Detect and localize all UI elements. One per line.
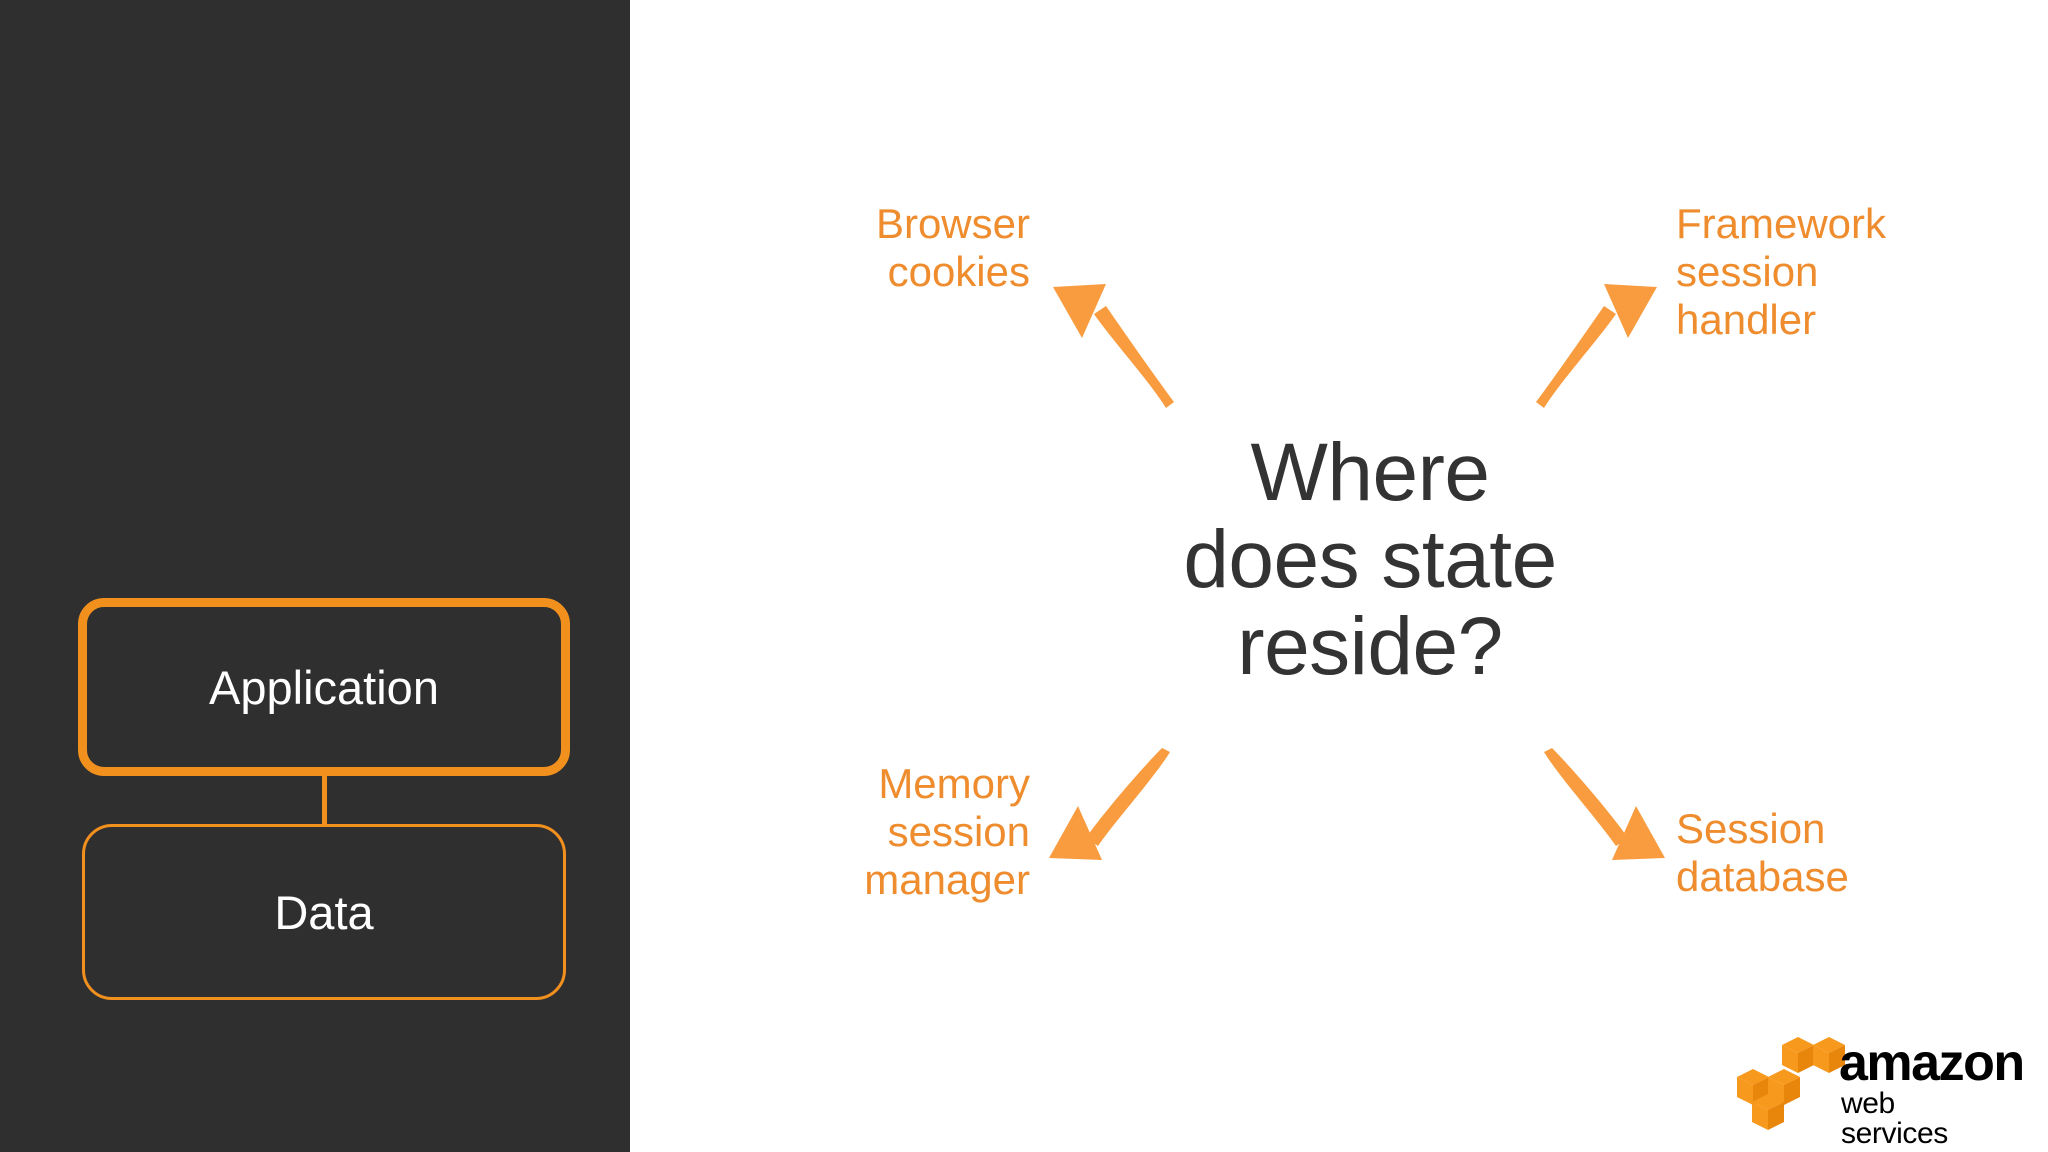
arrow-up-right-icon [1536, 284, 1657, 408]
callout-session-database-line-2: database [1676, 852, 1849, 900]
callout-framework-session-handler-line-2: session [1676, 247, 1819, 295]
aws-brand-text: amazon [1839, 1034, 2025, 1092]
architecture-panel: Application Data [0, 0, 630, 1152]
stack-box-application-label: Application [209, 660, 439, 714]
callout-framework-session-handler-line-1: Framework [1676, 200, 1887, 247]
aws-tagline-text: web services [1841, 1087, 1948, 1150]
stack-connector-line [322, 770, 327, 830]
arrow-down-left-icon [1049, 748, 1170, 860]
page-title: Where does state reside? [1080, 427, 1660, 692]
stack-box-data-label: Data [274, 885, 374, 939]
callout-framework-session-handler: Framework session handler [1676, 200, 2006, 344]
callout-memory-session-manager-line-1: Memory [878, 760, 1030, 807]
callout-session-database-line-1: Session [1676, 805, 1826, 852]
page-title-line-1: Where [1250, 427, 1490, 518]
callout-browser-cookies: Browser cookies [720, 200, 1030, 296]
callout-memory-session-manager: Memory session manager [700, 760, 1030, 904]
page-title-line-3: reside? [1237, 600, 1503, 692]
arrow-down-right-icon [1544, 748, 1665, 860]
callout-browser-cookies-line-1: Browser [875, 200, 1030, 247]
callout-memory-session-manager-line-2: session [887, 807, 1030, 855]
callout-framework-session-handler-line-3: handler [1676, 295, 1817, 343]
arrow-up-left-icon [1053, 284, 1174, 408]
aws-cubes-icon [1737, 1037, 1845, 1130]
stack-box-data[interactable]: Data [82, 824, 566, 1000]
callout-session-database: Session database [1676, 805, 2006, 901]
page-title-line-2: does state [1183, 513, 1557, 605]
stack-box-application[interactable]: Application [78, 598, 570, 776]
callout-browser-cookies-line-2: cookies [887, 247, 1030, 295]
aws-logo: amazon web services [1735, 1032, 2025, 1149]
callout-memory-session-manager-line-3: manager [864, 855, 1030, 903]
